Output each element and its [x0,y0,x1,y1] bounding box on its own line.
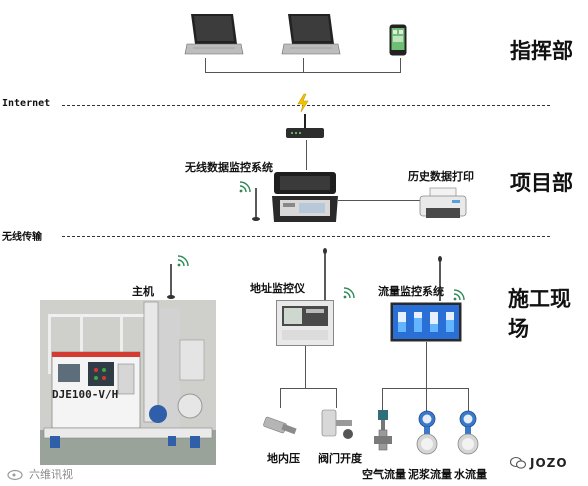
rugged-case-monitor [272,172,338,222]
water-flow-meter-icon [457,410,479,455]
flow-monitor-label: 流量监控系统 [378,285,444,298]
address-monitor-label: 地址监控仪 [250,282,305,295]
antenna-icon [323,248,327,301]
signal-waves-icon [343,287,355,299]
smartphone-icon [389,24,407,56]
address-sensor-bar [280,388,336,389]
signal-waves-icon [239,181,251,193]
wireless-transmission-label: 无线传输 [2,232,42,243]
pressure-sensor-icon [263,416,297,435]
signal-waves-icon [177,255,189,267]
flow-meter-right-drop [468,388,469,412]
antenna-icon [252,188,260,221]
tier-label-site: 施工现场 [508,287,571,341]
watermark-right: JOZO [509,456,568,470]
wireless-dashed-line [62,236,550,237]
host-label: 主机 [132,285,154,298]
history-print-label: 历史数据打印 [408,170,474,183]
ground-pressure-label: 地内压 [267,452,300,465]
watermark-right-text: JOZO [530,456,568,470]
valve-sensor-icon [321,409,353,439]
air-flow-meter-icon [374,410,392,451]
internet-label: Internet [2,98,51,109]
command-connector-left [205,58,206,72]
host-machine-photo: DJE100-V/H [40,300,216,465]
flow-monitor-stem [426,342,427,388]
command-connector-mid [303,58,304,72]
air-flow-label: 空气流量 [362,468,406,481]
laptop-icon [184,14,244,55]
valve-opening-label: 阀门开度 [318,452,362,465]
command-connector-bar [205,72,401,73]
antenna-icon [438,256,442,301]
address-monitor-device [276,300,334,346]
printer-icon [419,187,467,218]
watermark-left-text: 六维讯视 [29,468,73,481]
wechat-logo-icon [509,456,527,469]
wireless-monitor-label: 无线数据监控系统 [185,161,273,174]
flow-meter-bar [382,388,468,389]
antenna-icon [167,264,175,299]
flow-monitor-screen [390,302,462,342]
lightning-icon [297,93,309,113]
tier-label-command: 指挥部 [510,39,573,63]
case-to-printer-line [338,200,428,201]
address-sensor-left-drop [280,388,281,408]
mud-flow-label: 泥浆流量 [408,468,452,481]
mud-flow-meter-icon [416,410,438,455]
address-monitor-stem [305,346,306,388]
internet-dashed-line [62,105,550,106]
command-connector-right [400,58,401,72]
machine-model-label: DJE100-V/H [52,388,119,401]
weibo-logo-icon [7,469,23,481]
laptop-icon [281,14,341,55]
water-flow-label: 水流量 [454,468,487,481]
tier-label-project: 项目部 [510,171,573,195]
flow-meter-left-drop [382,388,383,412]
router-to-case-line [306,140,307,170]
signal-waves-icon [453,289,465,301]
address-sensor-right-drop [336,388,337,408]
watermark-left: 六维讯视 [6,466,73,482]
router-icon [286,114,324,138]
flow-meter-mid-drop [426,388,427,412]
